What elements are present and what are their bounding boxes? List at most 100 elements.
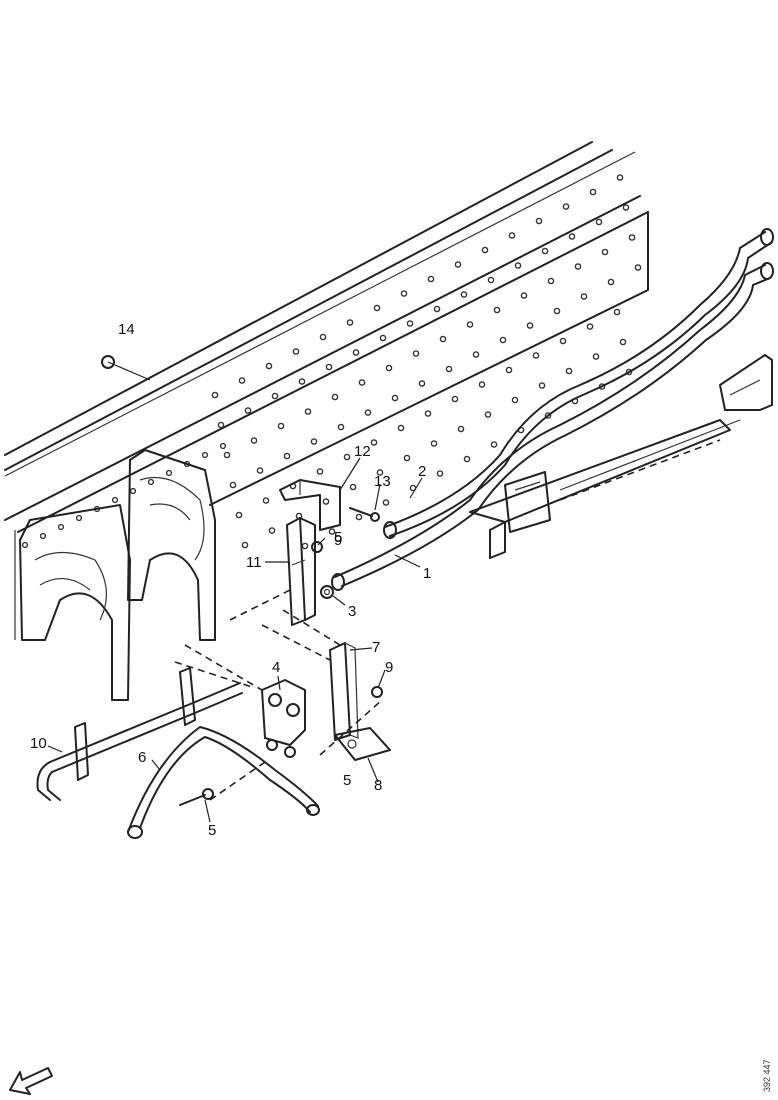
callout-5-lower: 5 xyxy=(208,822,216,839)
rail-hole xyxy=(328,528,336,535)
rail-hole xyxy=(553,307,561,315)
rail-hole xyxy=(451,395,459,403)
rail-hole xyxy=(484,411,492,418)
rail-hole xyxy=(298,378,306,385)
rail-hole xyxy=(262,497,270,504)
rail-hole xyxy=(322,498,330,505)
rail-hole xyxy=(547,277,555,285)
rail-hole xyxy=(331,393,339,401)
part-11-bracket xyxy=(286,517,316,626)
rail-hole xyxy=(165,469,173,477)
rail-hole xyxy=(349,483,357,491)
callout-1: 1 xyxy=(423,565,431,582)
rail-hole xyxy=(436,470,444,477)
rail-hole xyxy=(607,278,615,286)
rail-hole xyxy=(370,439,378,446)
rail-hole xyxy=(427,275,435,283)
rail-hole xyxy=(57,523,65,531)
rail-hole xyxy=(601,248,609,256)
rail-hole xyxy=(481,246,489,254)
rail-hole xyxy=(364,409,372,416)
rail-hole xyxy=(385,364,393,372)
arrow-down-left-icon xyxy=(9,1067,53,1095)
rail-hole xyxy=(343,453,351,461)
assembly-dash-lines xyxy=(174,589,383,801)
rail-hole xyxy=(301,542,309,550)
rail-hole xyxy=(376,469,384,476)
rail-hole xyxy=(244,407,252,414)
rail-hole xyxy=(268,527,276,534)
rail-hole xyxy=(541,247,549,255)
rail-hole xyxy=(250,437,258,444)
part-12-bracket xyxy=(279,479,341,531)
part-13-bolt xyxy=(349,507,380,522)
rail-hole xyxy=(379,334,387,342)
part-3-nut xyxy=(320,585,334,599)
rail-hole xyxy=(619,338,627,346)
callout-9-lower: 9 xyxy=(385,659,393,676)
callout-14: 14 xyxy=(118,321,135,338)
rail-hole xyxy=(358,379,366,386)
leader-lines xyxy=(47,457,423,823)
part-9-nut-upper xyxy=(311,541,323,553)
rail-hole xyxy=(400,290,408,297)
rail-hole xyxy=(574,263,582,270)
rail-hole xyxy=(478,381,486,388)
rail-hole xyxy=(75,514,83,522)
rail-hole xyxy=(568,233,576,240)
rail-hole xyxy=(211,391,219,399)
rail-hole xyxy=(616,174,624,181)
rail-hole xyxy=(499,336,507,344)
rail-hole xyxy=(520,292,528,299)
rail-hole xyxy=(439,335,447,343)
rail-hole xyxy=(565,367,573,375)
rail-hole xyxy=(445,365,453,373)
spring-hanger-brackets xyxy=(19,449,216,701)
rail-hole xyxy=(460,291,468,298)
rail-hole xyxy=(238,377,246,384)
rail-hole xyxy=(511,396,519,404)
rail-hole xyxy=(505,366,513,374)
rail-hole xyxy=(129,487,137,495)
callout-5-upper: 5 xyxy=(334,529,342,546)
rail-hole xyxy=(454,261,462,268)
rail-hole xyxy=(472,351,480,358)
rail-hole xyxy=(559,337,567,345)
rail-hole xyxy=(493,306,501,314)
callout-13: 13 xyxy=(374,473,391,490)
rail-hole xyxy=(514,262,522,269)
callout-10: 10 xyxy=(30,735,47,752)
rail-hole xyxy=(391,394,399,402)
rail-hole xyxy=(586,323,594,330)
rail-hole xyxy=(201,451,209,459)
callout-9-upper: 9 xyxy=(334,532,342,549)
rail-hole xyxy=(418,380,426,387)
rail-hole xyxy=(304,408,312,415)
part-7-bracket xyxy=(329,642,359,741)
rail-hole xyxy=(466,321,474,328)
part-14-bolt xyxy=(101,355,151,381)
rail-hole xyxy=(352,349,360,356)
rail-hole xyxy=(223,451,231,459)
rail-hole xyxy=(580,293,588,300)
rail-hole xyxy=(430,440,438,447)
rail-hole xyxy=(277,422,285,430)
rail-hole xyxy=(403,454,411,462)
rail-hole xyxy=(310,438,318,445)
rail-hole xyxy=(490,441,498,448)
part-10-pipe xyxy=(36,667,243,801)
rail-hole xyxy=(508,232,516,239)
rail-hole xyxy=(147,478,155,486)
rail-hole xyxy=(457,425,465,433)
rail-hole xyxy=(628,234,636,241)
reference-number: 392 447 xyxy=(762,1059,772,1092)
rail-hole xyxy=(229,481,237,489)
rail-hole xyxy=(595,218,603,226)
rail-hole xyxy=(271,392,279,400)
rail-hole xyxy=(111,496,119,504)
rail-hole xyxy=(21,541,29,549)
rail-hole xyxy=(316,468,324,475)
rail-hole xyxy=(625,368,633,376)
rail-hole xyxy=(535,217,543,225)
rail-hole xyxy=(39,532,47,540)
